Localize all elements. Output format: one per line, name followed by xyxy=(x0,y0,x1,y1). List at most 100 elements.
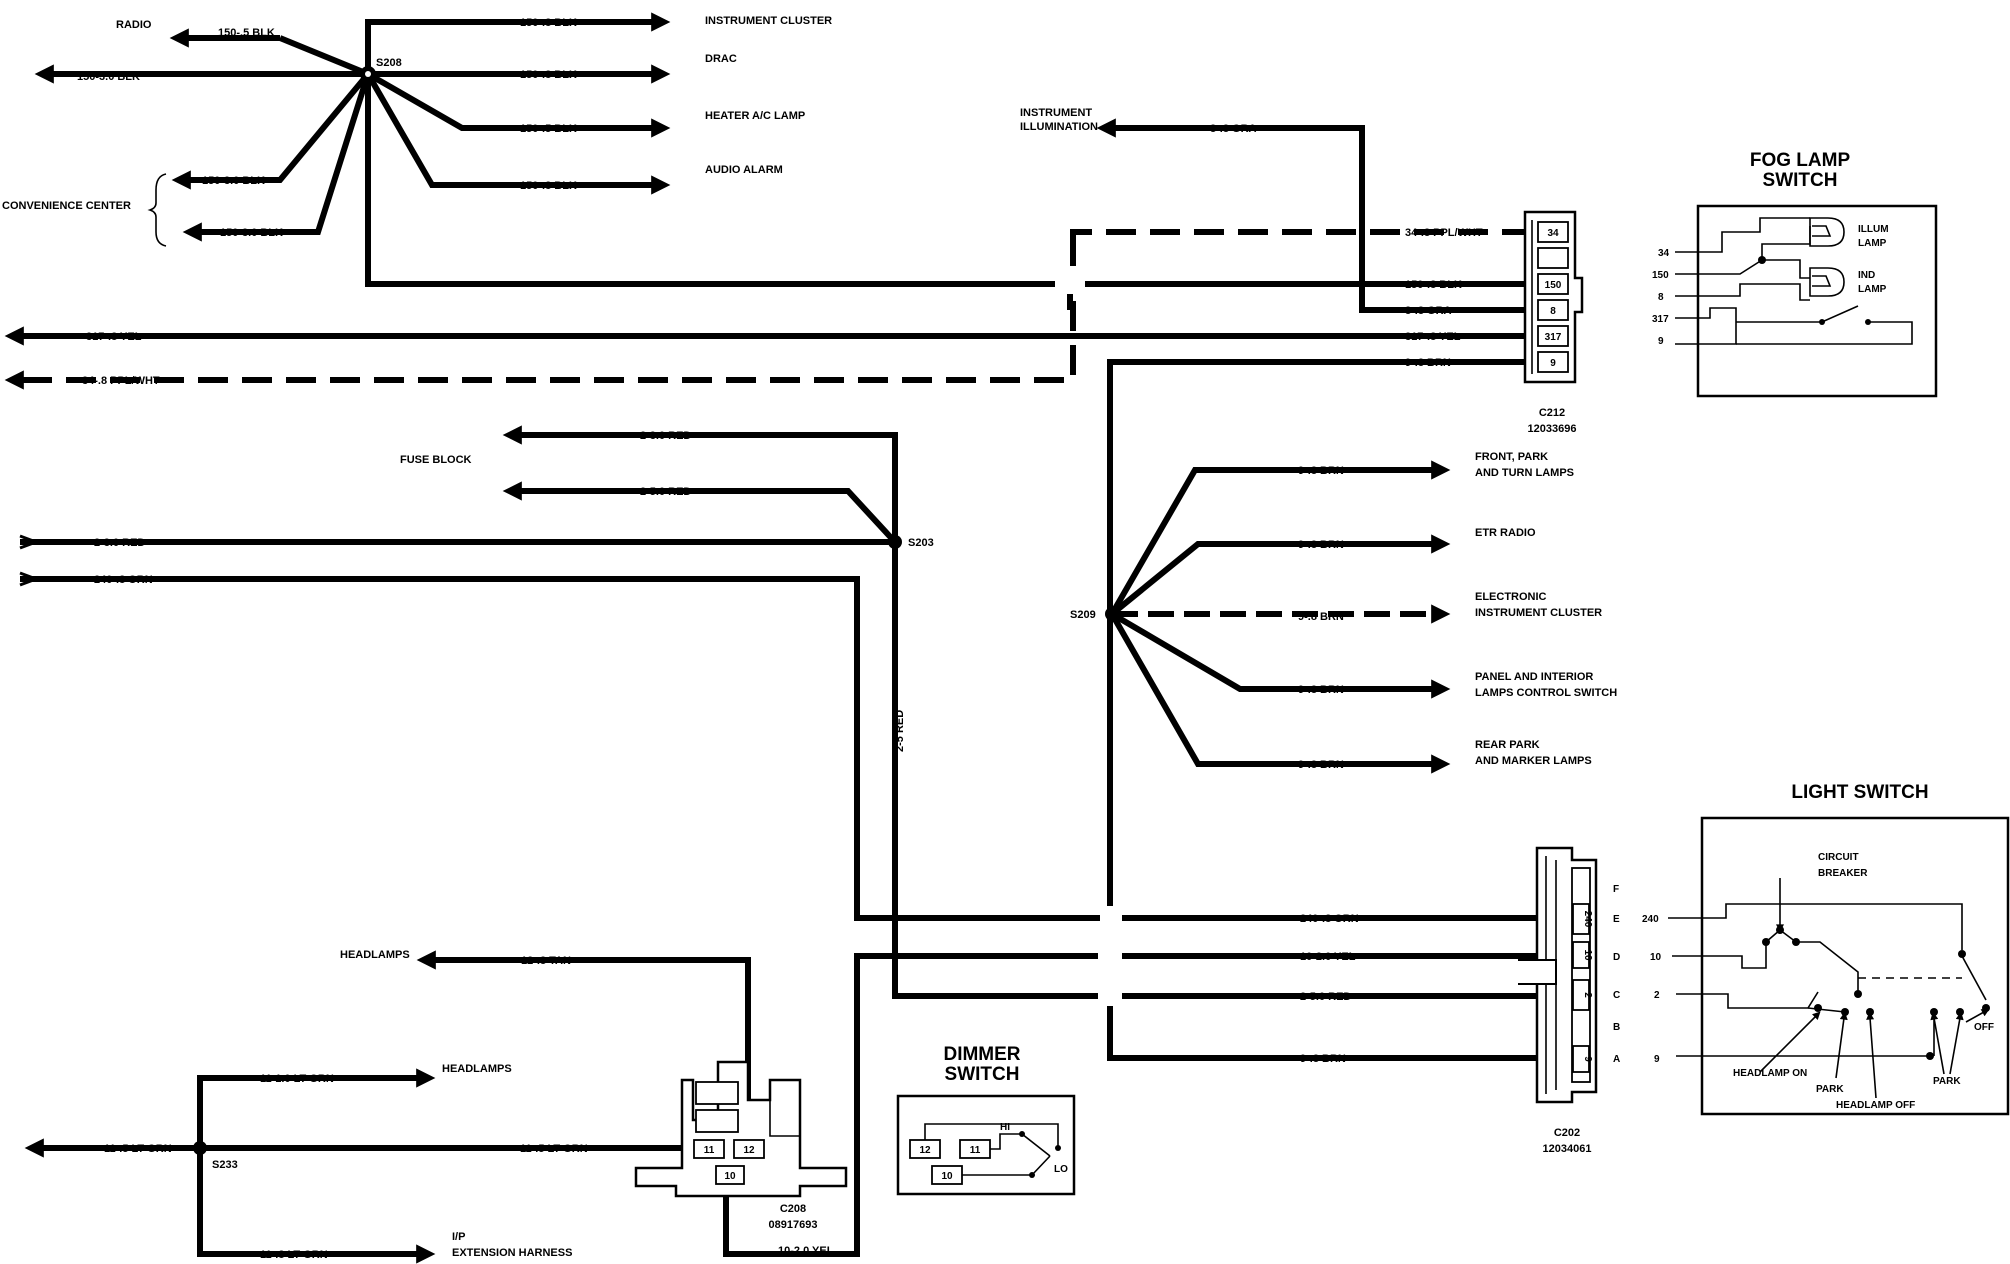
dest-ip-1: I/P xyxy=(452,1231,465,1243)
label-heater-wire: 150-.5 BLK xyxy=(520,123,577,135)
c212-pin-150: 150 xyxy=(1545,280,1562,291)
label-radio-wire: 150-.5 BLK xyxy=(218,27,275,39)
fog-pin-317: 317 xyxy=(1652,314,1669,325)
wire-red-vert xyxy=(892,542,1098,999)
c202-letter-a: A xyxy=(1613,1054,1620,1065)
wire-brn-front xyxy=(1109,460,1451,616)
splice-s208-label: S208 xyxy=(376,57,402,69)
dest-convenience-center: CONVENIENCE CENTER xyxy=(2,200,131,212)
light-cb-1: CIRCUIT xyxy=(1818,852,1859,863)
dimmer-pin-12: 12 xyxy=(919,1145,931,1156)
dest-instr-illum-2: ILLUMINATION xyxy=(1020,121,1098,133)
fog-ind-1: IND xyxy=(1858,270,1875,281)
label-red-vert: 2-5 RED xyxy=(894,710,906,752)
arrow-orn-left-tail xyxy=(19,571,41,587)
light-pin-10: 10 xyxy=(1650,952,1662,963)
c202-pin-9: 9 xyxy=(1582,1056,1593,1062)
wire-orn xyxy=(20,576,1098,921)
light-cb-2: BREAKER xyxy=(1818,868,1868,879)
dimmer-hi: HI xyxy=(1000,1122,1010,1133)
connector-c212: 34 150 8 317 9 xyxy=(1523,210,1584,384)
wire-brn-rear xyxy=(1109,612,1451,774)
dest-rear-park-1: REAR PARK xyxy=(1475,739,1540,751)
label-brn-1: 9-.8 BRN xyxy=(1298,465,1344,477)
s208-group: S208 RADIO 150-.5 BLK 150-.8 BLK INSTRUM… xyxy=(2,12,1055,287)
fog-title-1: FOG LAMP xyxy=(1750,150,1851,171)
light-switch-box xyxy=(1700,816,2010,1116)
wire-c202-d xyxy=(854,953,1098,1228)
label-yel-c208: 10-2.0 YEL xyxy=(778,1245,834,1257)
dest-front-park-1: FRONT, PARK xyxy=(1475,451,1548,463)
label-gra-wire: 8-.8 GRA xyxy=(1405,305,1452,317)
wire-brn-panel xyxy=(1110,611,1451,699)
dimmer-lo: LO xyxy=(1054,1164,1068,1175)
light-park-1: PARK xyxy=(1816,1084,1844,1095)
c202-pin-2: 2 xyxy=(1582,992,1593,998)
wire-yel-c208 xyxy=(723,1178,860,1257)
c208-name: C208 xyxy=(780,1203,806,1215)
dest-headlamps: HEADLAMPS xyxy=(442,1063,512,1075)
light-pin-2: 2 xyxy=(1654,990,1660,1001)
wire-radio-diag xyxy=(278,35,370,77)
wire-gra xyxy=(1096,118,1532,313)
splice-s203-label: S203 xyxy=(908,537,934,549)
label-brn-4: 9-.8 BRN xyxy=(1298,684,1344,696)
light-pin-9: 9 xyxy=(1654,1054,1660,1065)
fog-ind-2: LAMP xyxy=(1858,284,1887,295)
wire-heater xyxy=(366,71,671,138)
wire-brn-etr xyxy=(1110,534,1451,617)
dest-heater: HEATER A/C LAMP xyxy=(705,110,805,122)
dest-cluster: INSTRUMENT CLUSTER xyxy=(705,15,832,27)
wire-audio xyxy=(365,72,671,195)
fog-pin-8: 8 xyxy=(1658,292,1664,303)
light-headlamp-off: HEADLAMP OFF xyxy=(1836,1100,1915,1111)
c212-pin-8: 8 xyxy=(1550,306,1556,317)
wire-cluster xyxy=(365,12,671,74)
dest-electronic-2: INSTRUMENT CLUSTER xyxy=(1475,607,1602,619)
label-ppl-left-wire: 34-.8 PPL/WHT xyxy=(82,375,160,387)
c202-letter-c: C xyxy=(1613,990,1620,1001)
splice-s209 xyxy=(1105,607,1119,621)
wire-brn-c212 xyxy=(1107,359,1555,1061)
label-orn: 240-.8 ORN xyxy=(94,574,153,586)
label-ppl-wire: 34-.8 PPL/WHT xyxy=(1405,227,1483,239)
fog-illum-1: ILLUM xyxy=(1858,224,1889,235)
c202-letter-d: D xyxy=(1613,952,1620,963)
fog-switch-box xyxy=(1696,204,1938,398)
dest-fuse-block: FUSE BLOCK xyxy=(400,454,472,466)
light-title: LIGHT SWITCH xyxy=(1791,782,1928,803)
fog-illum-2: LAMP xyxy=(1858,238,1887,249)
dimmer-switch: DIMMER SWITCH 12 11 10 HI LO xyxy=(896,1044,1076,1196)
c202-letter-b: B xyxy=(1613,1022,1620,1033)
connector-c202: 240 10 2 9 xyxy=(1518,846,1598,1104)
dest-electronic-1: ELECTRONIC xyxy=(1475,591,1547,603)
s209-group: S209 9-.8 BRN FRONT, PARK AND TURN LAMPS… xyxy=(1070,451,1617,774)
wire-conv1 xyxy=(171,72,371,190)
label-main-wire: 150-3.0 BLK xyxy=(77,71,140,83)
dimmer-pin-11: 11 xyxy=(970,1145,981,1156)
wire-red-fuse1 xyxy=(502,425,898,542)
c212-pin-317: 317 xyxy=(1545,332,1562,343)
label-grn-left-wire: 11-.5 LT GRN xyxy=(104,1143,172,1155)
label-grn-bot-wire: 11-.8 LT GRN xyxy=(260,1249,328,1261)
dest-panel-2: LAMPS CONTROL SWITCH xyxy=(1475,687,1617,699)
wire-grn-head xyxy=(197,1068,436,1148)
label-c202-a: 9-.8 BRN xyxy=(1300,1053,1346,1065)
c212-name: C212 xyxy=(1539,407,1565,419)
dest-ip-2: EXTENSION HARNESS xyxy=(452,1247,572,1259)
c212-pin-34: 34 xyxy=(1547,228,1559,239)
label-grn-mid-wire: 11-.5 LT GRN xyxy=(520,1143,588,1155)
c208-part: 08917693 xyxy=(769,1219,818,1231)
c202-letter-f: F xyxy=(1613,884,1619,895)
label-drac-wire: 150-.8 BLK xyxy=(520,69,577,81)
label-brn-2: 9-.8 BRN xyxy=(1298,539,1344,551)
dest-instr-illum-1: INSTRUMENT xyxy=(1020,107,1092,119)
splice-s233-label: S233 xyxy=(212,1159,238,1171)
arrow-red-left-tail xyxy=(19,534,41,550)
c202-letter-e: E xyxy=(1613,914,1620,925)
illum-lamp-icon xyxy=(1809,217,1845,247)
s233-group: S233 HEADLAMPS 12-.8 TAN 11-1.0 LT GRN H… xyxy=(24,949,860,1264)
splice-s233 xyxy=(193,1141,207,1155)
label-conv2-wire: 150-3.0 BLK xyxy=(220,227,283,239)
